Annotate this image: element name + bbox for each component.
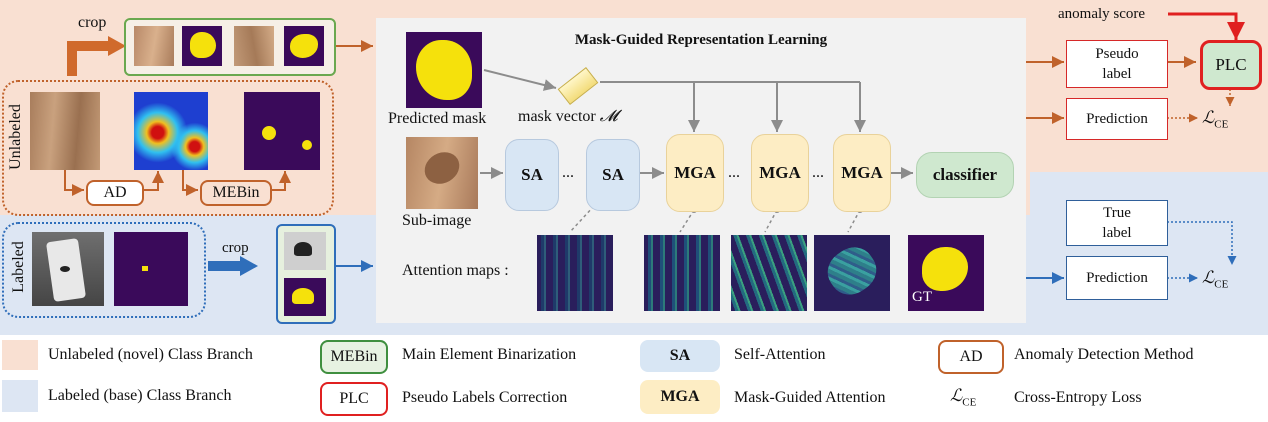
labeled-input-group	[2, 222, 206, 318]
predicted-mask-image	[406, 32, 482, 108]
labeled-cropped-group	[276, 224, 336, 324]
mga-block-3: MGA	[833, 134, 891, 212]
unlabeled-wood-image	[30, 92, 100, 170]
unlabeled-vertical-label: Unlabeled	[7, 104, 24, 170]
labeled-crop-image	[284, 232, 326, 270]
predicted-mask-label: Predicted mask	[388, 110, 487, 127]
labeled-mask-image	[114, 232, 188, 306]
plc-box: PLC	[1200, 40, 1262, 90]
labeled-vertical-label: Labeled	[10, 241, 27, 293]
legend-plc-text: Pseudo Labels Correction	[402, 389, 568, 406]
legend-ad-text: Anomaly Detection Method	[1014, 346, 1194, 363]
sa-block-1: SA	[505, 139, 559, 211]
pseudo-label-line-2: label	[1102, 66, 1132, 82]
ground-truth-mask: GT	[908, 235, 984, 311]
ce-loss-labeled: ℒCE	[1202, 268, 1229, 291]
sub-image	[406, 137, 478, 209]
labeled-sample-image	[32, 232, 104, 306]
panel-title: Mask-Guided Representation Learning	[574, 32, 828, 48]
prediction-box-unlabeled: Prediction	[1066, 98, 1168, 140]
binarized-mask-image	[244, 92, 320, 170]
legend-plc-swatch: PLC	[320, 382, 388, 416]
ellipsis-1: ...	[562, 164, 574, 181]
legend-ce-text: Cross-Entropy Loss	[1014, 389, 1142, 406]
anomaly-score-label: anomaly score	[1058, 6, 1146, 22]
attention-map-1	[537, 235, 613, 311]
legend-mebin-text: Main Element Binarization	[402, 346, 577, 363]
ellipsis-2: ...	[728, 164, 740, 181]
pseudo-label-line-1: Pseudo	[1095, 46, 1139, 62]
attention-maps-label: Attention maps :	[402, 262, 509, 279]
classifier-block: classifier	[916, 152, 1014, 198]
mga-block-2: MGA	[751, 134, 809, 212]
ellipsis-3: ...	[812, 164, 824, 181]
prediction-box-labeled: Prediction	[1066, 256, 1168, 300]
sa-block-2: SA	[586, 139, 640, 211]
ce-loss-unlabeled: ℒCE	[1202, 108, 1229, 131]
legend-labeled-swatch	[2, 380, 38, 412]
legend-sa-swatch: SA	[640, 340, 720, 372]
crop-label-bottom: crop	[222, 240, 249, 256]
cropped-sample-strip	[124, 18, 336, 76]
labeled-right-background	[1030, 172, 1268, 335]
ad-box: AD	[86, 180, 144, 206]
mebin-box: MEBin	[200, 180, 272, 206]
true-label-box: True label	[1066, 200, 1168, 246]
pseudo-label-box: Pseudo label	[1066, 40, 1168, 88]
legend-mga-text: Mask-Guided Attention	[734, 389, 886, 406]
legend-mebin-swatch: MEBin	[320, 340, 388, 374]
legend-ce-symbol: ℒCE	[950, 386, 977, 409]
mask-vector-label: mask vector 𝓜	[518, 108, 618, 125]
sub-image-label: Sub-image	[402, 212, 472, 229]
true-label-line-2: label	[1102, 225, 1132, 241]
true-label-line-1: True	[1103, 205, 1131, 221]
cropped-wood-image-2	[234, 26, 274, 66]
crop-label-top: crop	[78, 14, 107, 31]
gt-label: GT	[912, 289, 932, 305]
anomaly-heatmap-image	[134, 92, 208, 170]
cropped-mask-2	[284, 26, 324, 66]
legend-unlabeled-text: Unlabeled (novel) Class Branch	[48, 346, 253, 363]
legend-sa-text: Self-Attention	[734, 346, 826, 363]
cropped-mask-1	[182, 26, 222, 66]
attention-map-3	[731, 235, 807, 311]
legend-labeled-text: Labeled (base) Class Branch	[48, 387, 232, 404]
legend-unlabeled-swatch	[2, 340, 38, 370]
legend-mga-swatch: MGA	[640, 380, 720, 414]
attention-map-2	[644, 235, 720, 311]
mga-block-1: MGA	[666, 134, 724, 212]
labeled-crop-mask	[284, 278, 326, 316]
cropped-wood-image-1	[134, 26, 174, 66]
legend-ad-swatch: AD	[938, 340, 1004, 374]
unlabeled-input-group	[2, 80, 334, 216]
attention-map-4	[814, 235, 890, 311]
